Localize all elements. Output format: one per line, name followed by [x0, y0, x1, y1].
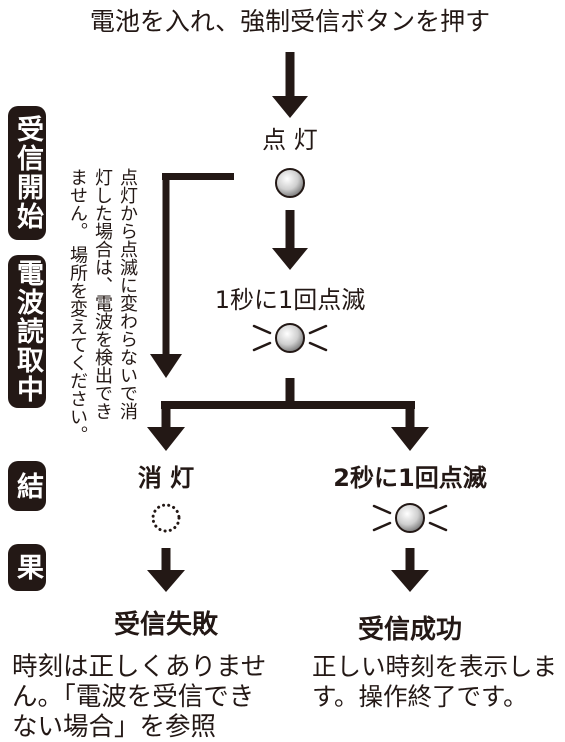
step-blink-1s-label: 1秒に1回点滅	[214, 286, 366, 314]
description-line: ない場合」を参照	[12, 712, 217, 742]
connector-horizontal	[162, 173, 234, 180]
lamp-ray	[428, 521, 448, 532]
description-line: ん。「電波を受信でき	[12, 682, 255, 712]
note-line: 灯した場合は、電波を検出でき	[92, 168, 113, 420]
arrow-head	[272, 96, 308, 118]
arrow-head	[147, 570, 185, 592]
phase-label-result-1: 結	[8, 461, 46, 511]
branch-right-head	[391, 427, 429, 451]
start-instruction: 電池を入れ、強制受信ボタンを押す	[89, 7, 491, 36]
success-result-label: 受信成功	[357, 615, 462, 645]
lamp-off-icon	[151, 503, 181, 533]
lamp-ray	[372, 504, 392, 515]
lamp-ray	[428, 504, 448, 515]
phase-label-reception-start: 受信開始	[8, 106, 46, 240]
arrow-shaft	[162, 173, 170, 356]
lamp-lit-icon	[275, 168, 305, 198]
arrow-lit-to-blink	[272, 210, 308, 270]
arrow-head	[391, 570, 429, 592]
arrow-lit-to-failure	[150, 173, 234, 378]
branch-right-shaft	[405, 401, 415, 429]
phase-label-result-2: 果	[8, 544, 46, 591]
branch-left-shaft	[161, 401, 171, 429]
branch-left-head	[147, 427, 185, 451]
failure-result-label: 受信失敗	[113, 610, 218, 640]
arrow-off-to-failure	[147, 548, 185, 592]
description-line: 正しい時刻を表示しま	[312, 652, 557, 681]
lamp-ray	[252, 341, 272, 352]
arrow-start-to-lit	[272, 52, 308, 118]
arrow-shaft	[285, 210, 295, 250]
phase-label-text: 電波読取中	[12, 259, 43, 404]
lamp-blink-2s-icon	[372, 503, 448, 533]
arrow-branch	[147, 378, 429, 451]
note-line: ません。 場所を変えてください。	[67, 168, 88, 444]
branch-horizontal	[161, 401, 415, 409]
step-lit-label: 点 灯	[262, 126, 318, 154]
arrow-head	[150, 354, 182, 378]
lamp-blink-1s-icon	[252, 323, 328, 353]
arrow-blink-to-success	[391, 548, 429, 592]
lamp-ray	[308, 324, 328, 335]
phase-label-reading: 電波読取中	[8, 255, 46, 408]
phase-label-text: 果	[12, 553, 43, 582]
failure-description: 時刻は正しくありませ ん。「電波を受信でき ない場合」を参照	[12, 652, 302, 742]
success-description: 正しい時刻を表示しま す。操作終了です。	[312, 652, 562, 712]
arrow-shaft	[161, 548, 171, 572]
lamp-ray	[252, 324, 272, 335]
arrow-shaft	[405, 548, 415, 572]
description-line: 時刻は正しくありませ	[12, 652, 267, 682]
phase-label-text: 受信開始	[12, 115, 43, 231]
note-line: 点灯から点滅に変わらないで消	[117, 168, 138, 420]
phase-label-text: 結	[12, 471, 43, 501]
success-state-label: 2秒に1回点滅	[333, 464, 487, 492]
lamp-circle	[395, 503, 425, 533]
lamp-ray	[372, 521, 392, 532]
vertical-note: 点灯から点滅に変わらないで消 灯した場合は、電波を検出でき ません。 場所を変え…	[62, 168, 140, 458]
failure-state-label: 消 灯	[137, 464, 195, 492]
arrow-shaft	[285, 52, 295, 98]
arrow-head	[272, 248, 308, 270]
lamp-circle	[275, 323, 305, 353]
lamp-ray	[308, 341, 328, 352]
description-line: す。操作終了です。	[312, 682, 528, 711]
branch-stem	[285, 378, 295, 409]
